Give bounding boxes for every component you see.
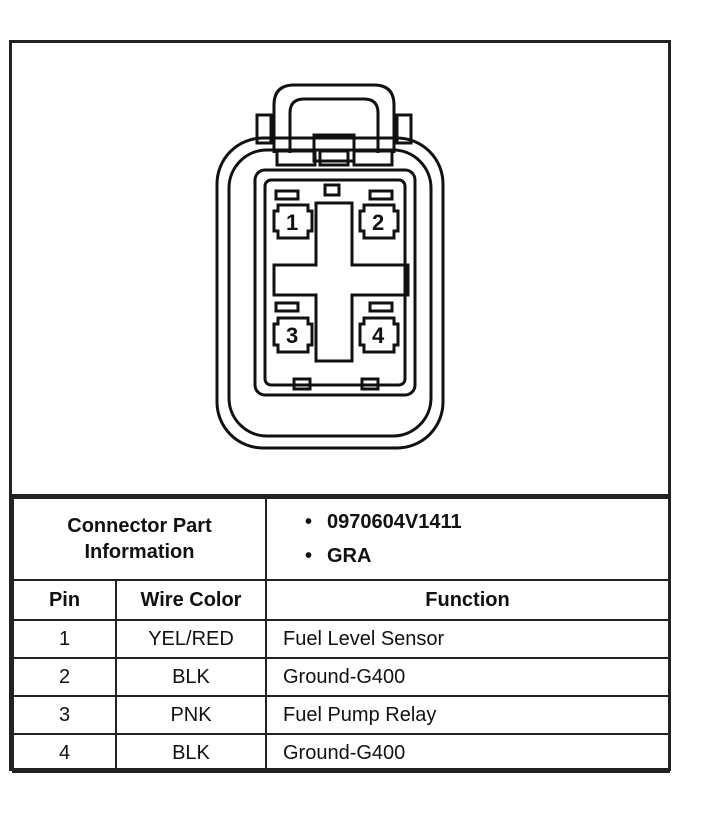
bottom-notch-left <box>292 377 312 391</box>
table-row: 2 BLK Ground-G400 <box>12 657 670 697</box>
header-function: Function <box>265 579 670 621</box>
terminal-bar-2 <box>368 189 394 201</box>
connector-latch-inner <box>288 97 380 153</box>
table-row: 3 PNK Fuel Pump Relay <box>12 695 670 735</box>
table-row: 1 YEL/RED Fuel Level Sensor <box>12 619 670 659</box>
function-cell: Ground-G400 <box>265 657 670 697</box>
terminal-bar-3 <box>274 301 300 313</box>
part-number-value: 0970604V1411 <box>327 511 462 533</box>
wire-color-cell: BLK <box>115 733 267 773</box>
connector-diagram: 1 2 3 4 <box>12 43 668 497</box>
connector-tab-left <box>255 113 273 145</box>
bullet: • <box>305 545 313 567</box>
pin-terminal-4 <box>358 316 400 354</box>
pin-cavity-inner <box>263 178 407 387</box>
pin-label-1: 1 <box>286 210 298 235</box>
bullet: • <box>305 511 313 533</box>
header-wire-color: Wire Color <box>115 579 267 621</box>
pin-terminal-3 <box>272 316 314 354</box>
key-slot-right <box>352 149 394 167</box>
pin-cavity <box>253 168 417 397</box>
pin-label-4: 4 <box>372 323 385 348</box>
pin-terminal-2 <box>358 203 400 240</box>
pin-cell: 1 <box>12 619 117 659</box>
table-header-row: Pin Wire Color Function <box>12 579 670 621</box>
connector-outer-shell <box>215 136 445 450</box>
connector-frame: 1 2 3 4 Connector Part Information • 0970… <box>9 40 671 773</box>
header-pin: Pin <box>12 579 117 621</box>
connector-face-drawing: 1 2 3 4 <box>215 83 445 450</box>
wire-color-cell: PNK <box>115 695 267 735</box>
part-number: • 0970604V1411 <box>305 505 668 539</box>
pin-cell: 3 <box>12 695 117 735</box>
function-cell: Fuel Level Sensor <box>265 619 670 659</box>
pin-label-3: 3 <box>286 323 298 348</box>
bottom-notch-right <box>360 377 380 391</box>
lock-slot <box>312 133 356 163</box>
part-info-label-line1: Connector Part <box>67 515 212 537</box>
terminal-bar-1 <box>274 189 300 201</box>
key-slot-center <box>318 149 350 167</box>
connector-color-value: GRA <box>327 545 372 567</box>
center-cross <box>272 201 410 363</box>
wire-color-cell: YEL/RED <box>115 619 267 659</box>
connector-color: • GRA <box>305 539 668 573</box>
function-cell: Ground-G400 <box>265 733 670 773</box>
table-row: 4 BLK Ground-G400 <box>12 733 670 773</box>
pin-terminal-1 <box>272 203 314 240</box>
function-cell: Fuel Pump Relay <box>265 695 670 735</box>
center-key-top <box>323 183 341 197</box>
part-info-row: Connector Part Information • 0970604V1411… <box>12 497 670 581</box>
part-info-label-line2: Information <box>84 541 195 563</box>
part-info-values: • 0970604V1411 • GRA <box>265 497 670 581</box>
key-slot-left <box>275 149 317 167</box>
connector-latch <box>272 83 396 153</box>
pin-cell: 4 <box>12 733 117 773</box>
pin-label-2: 2 <box>372 210 384 235</box>
pin-cell: 2 <box>12 657 117 697</box>
part-info-label: Connector Part Information <box>12 497 267 581</box>
wire-color-cell: BLK <box>115 657 267 697</box>
pinout-table: Connector Part Information • 0970604V1411… <box>12 497 670 773</box>
connector-tab-right <box>395 113 413 145</box>
terminal-bar-4 <box>368 301 394 313</box>
